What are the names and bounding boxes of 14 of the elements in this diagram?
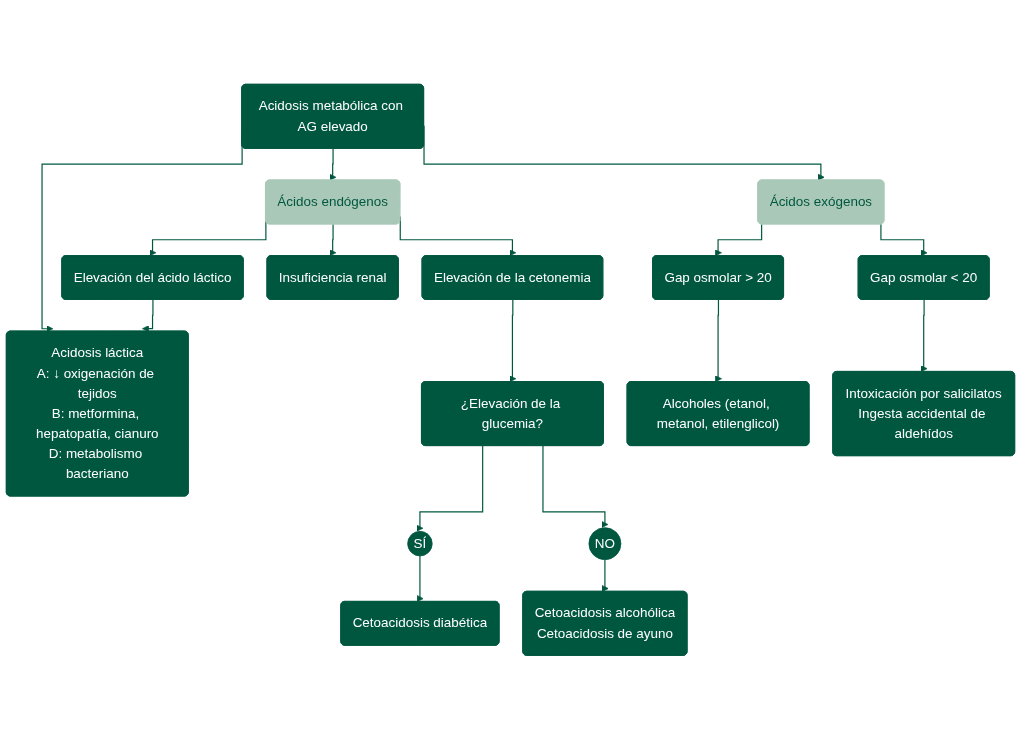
arrow (509, 299, 517, 383)
arrow (714, 223, 763, 257)
arrow (329, 148, 337, 181)
arrow (920, 299, 928, 373)
arrow (416, 445, 484, 532)
arrow (142, 299, 154, 333)
node-circle: NO (588, 527, 622, 561)
arrow (416, 555, 424, 603)
arrow (542, 445, 609, 529)
arrow (880, 223, 928, 257)
arrow (329, 223, 337, 257)
arrow (714, 299, 722, 383)
arrow (601, 559, 609, 593)
node-circle: SÍ (407, 531, 433, 557)
